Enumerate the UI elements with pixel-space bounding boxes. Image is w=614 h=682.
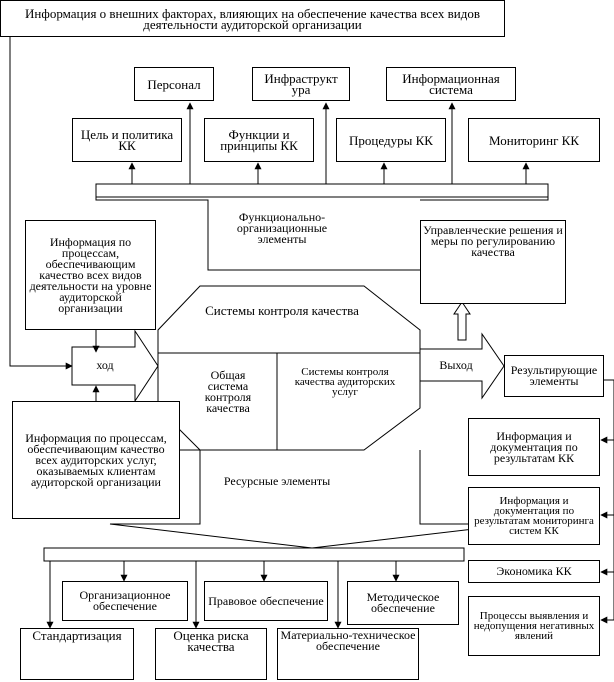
result-elements-text: Результирующие элементы (510, 363, 598, 388)
economics-box: Экономика КК (468, 560, 600, 583)
info-processes-org-text: Информация по процессам, обеспечивающим … (29, 234, 152, 315)
risk-assessment-text: Оценка риска качества (173, 628, 249, 654)
standardization-text: Стандартизация (32, 628, 122, 643)
methodical-support-text: Методическое обеспечение (366, 590, 440, 615)
info-monitoring-text: Информация и документация по результатам… (474, 495, 594, 537)
monitoring-box: Мониторинг КК (468, 118, 600, 162)
legal-support-text: Правовое обеспечение (208, 593, 324, 608)
monitoring-text: Мониторинг КК (489, 132, 579, 148)
result-elements-box: Результирующие элементы (504, 355, 604, 397)
information-system-box: Информационная система (386, 67, 516, 101)
info-processes-org-box: Информация по процессам, обеспечивающим … (25, 220, 156, 330)
info-results-text: Информация и документация по результатам… (490, 428, 578, 465)
goal-policy-box: Цель и политика КК (72, 118, 182, 162)
management-decisions-text: Управленческие решения и меры по регулир… (423, 223, 563, 259)
control-system-title: Системы контроля качества (205, 303, 359, 318)
general-system-label: Общая система контроля качества (204, 368, 252, 415)
info-monitoring-box: Информация и документация по результатам… (468, 487, 600, 545)
information-system-text: Информационная система (402, 71, 500, 97)
info-processes-services-text: Информация по процессам, обеспечивающим … (25, 430, 167, 489)
standardization-box: Стандартизация (20, 628, 134, 680)
infrastructure-box: Инфраструкт ура (252, 67, 350, 101)
external-factors-box: Информация о внешних факторах, влияющих … (0, 0, 505, 37)
input-label: ход (96, 358, 114, 372)
info-results-box: Информация и документация по результатам… (468, 418, 600, 476)
external-factors-text: Информация о внешних факторах, влияющих … (25, 5, 480, 32)
functional-elements-label: Функционально-организационные элементы (236, 210, 328, 246)
info-processes-services-box: Информация по процессам, обеспечивающим … (12, 401, 180, 519)
material-support-box: Материально-техническое обеспечение (277, 628, 419, 680)
economics-text: Экономика КК (496, 564, 572, 578)
processes-detection-text: Процессы выявления и недопущения негатив… (473, 610, 595, 642)
risk-assessment-box: Оценка риска качества (155, 628, 267, 680)
audit-services-system-label: Системы контроля качества аудиторских ус… (294, 366, 396, 398)
methodical-support-box: Методическое обеспечение (347, 581, 459, 625)
management-decisions-box: Управленческие решения и меры по регулир… (420, 220, 566, 304)
processes-detection-box: Процессы выявления и недопущения негатив… (468, 596, 600, 656)
material-support-text: Материально-техническое обеспечение (280, 628, 416, 653)
procedures-box: Процедуры КК (336, 118, 446, 162)
functions-principles-box: Функции и принципы КК (204, 118, 314, 162)
organizational-support-box: Организационное обеспечение (62, 581, 188, 621)
personnel-box: Персонал (134, 67, 214, 101)
resource-elements-label: Ресурсные элементы (223, 474, 331, 488)
output-label: Выход (439, 358, 473, 372)
infrastructure-text: Инфраструкт ура (264, 71, 338, 97)
organizational-support-text: Организационное обеспечение (79, 588, 171, 613)
legal-support-box: Правовое обеспечение (204, 581, 328, 621)
functions-principles-text: Функции и принципы КК (220, 127, 298, 153)
goal-policy-text: Цель и политика КК (80, 127, 174, 153)
personnel-text: Персонал (147, 76, 201, 92)
procedures-text: Процедуры КК (349, 132, 433, 148)
